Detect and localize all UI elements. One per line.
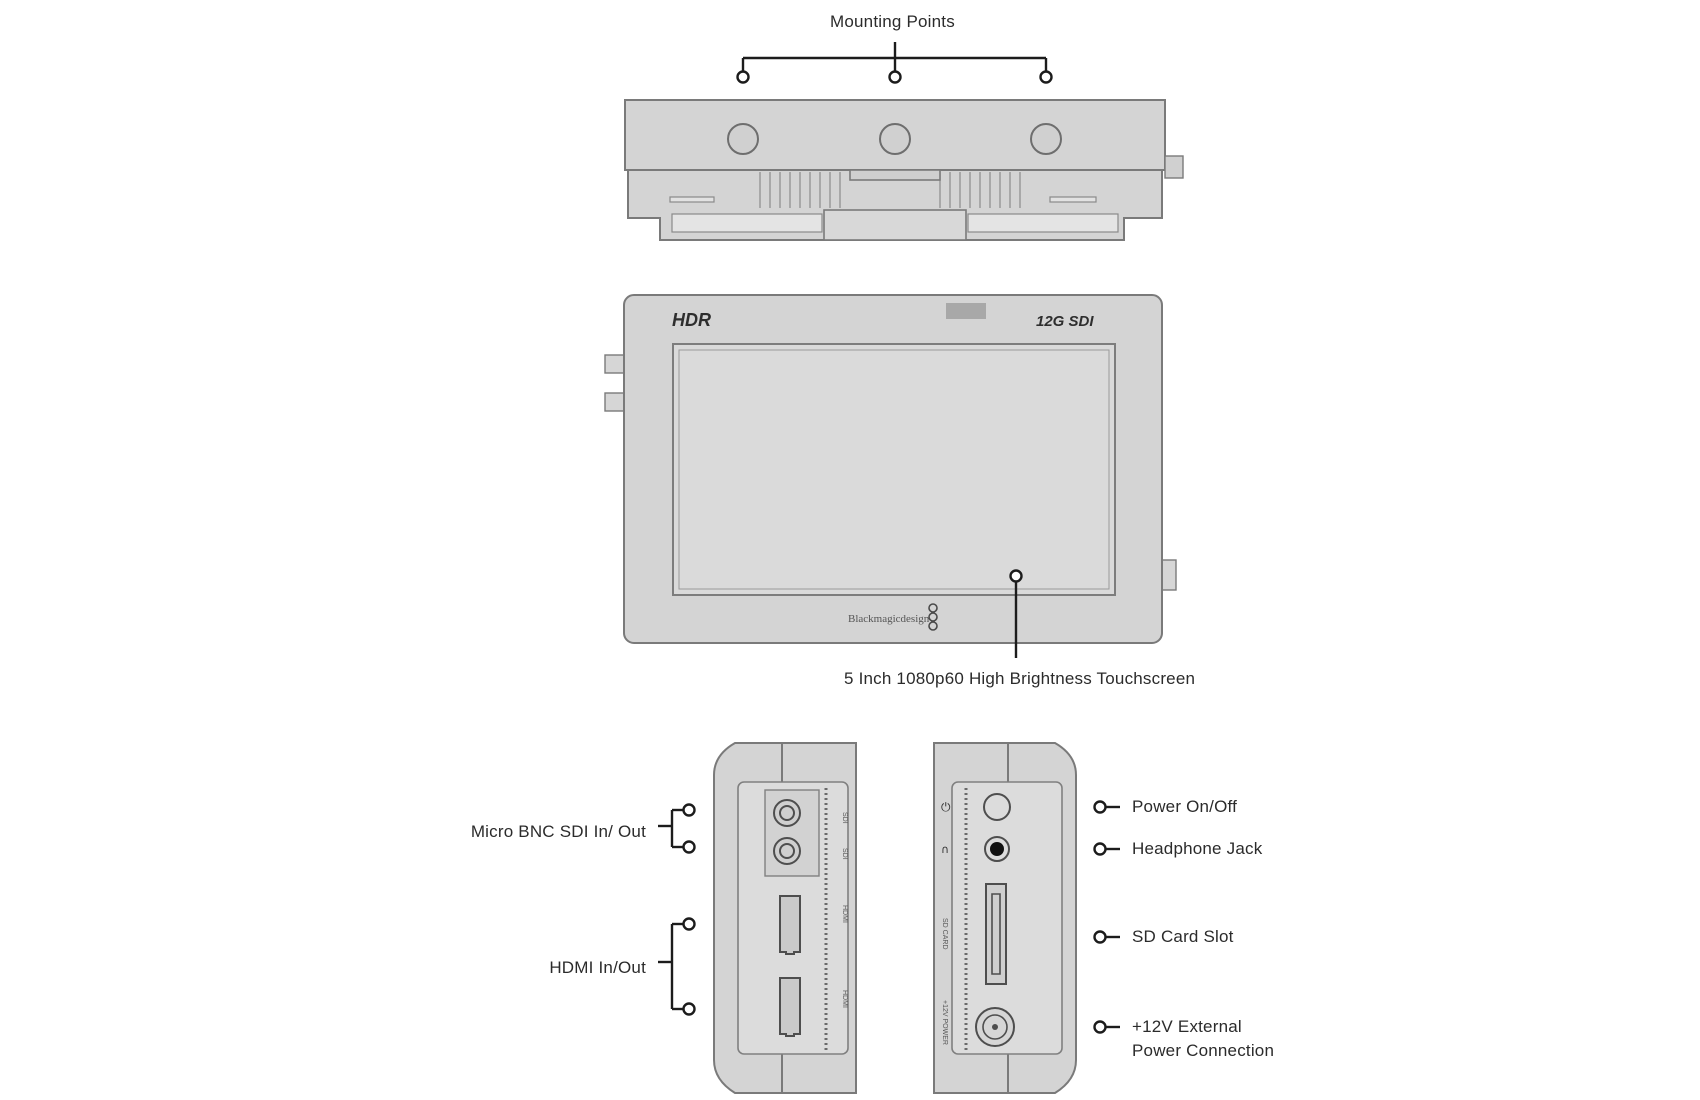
touchscreen-callout bbox=[1009, 569, 1023, 658]
brand-logo: Blackmagicdesign bbox=[848, 613, 930, 625]
mounting-points-callout bbox=[736, 42, 1053, 84]
hdmi-port-1 bbox=[779, 895, 801, 955]
top-view-center-foot bbox=[823, 209, 967, 241]
port-label: SD CARD bbox=[941, 918, 948, 950]
micro-bnc-sdi-port-2 bbox=[773, 837, 801, 865]
touchscreen-inner bbox=[678, 349, 1110, 590]
top-view-vents bbox=[759, 172, 1021, 208]
power-icon: ⏻ bbox=[941, 800, 951, 814]
hdmi-port-2 bbox=[779, 977, 801, 1037]
mount-hole-right bbox=[1030, 123, 1062, 155]
headphone-icon: ∩ bbox=[941, 843, 949, 856]
sdi-logo: 12G SDI bbox=[1036, 313, 1094, 330]
headphone-jack-hole bbox=[990, 842, 1004, 856]
left-side-view: SDI SDI HDMI HDMI bbox=[713, 742, 857, 1094]
port-label: SDI bbox=[841, 812, 848, 824]
external-power-label-line2: Power Connection bbox=[1132, 1041, 1275, 1060]
top-view-center-block bbox=[849, 169, 941, 181]
right-callouts bbox=[1093, 800, 1120, 1034]
sd-card-slot bbox=[985, 883, 1007, 985]
hdmi-label: HDMI In/Out bbox=[549, 958, 646, 977]
top-view-rail-right bbox=[967, 213, 1119, 233]
port-label: +12V POWER bbox=[941, 1000, 948, 1045]
micro-bnc-sdi-port-1 bbox=[773, 799, 801, 827]
headphone-label: Headphone Jack bbox=[1132, 839, 1263, 858]
right-side-view: ⏻ ∩ SD CARD +12V POWER bbox=[933, 742, 1077, 1094]
front-side-connector-bottom bbox=[604, 392, 626, 412]
front-sensor bbox=[946, 303, 986, 319]
brand-dot bbox=[928, 621, 938, 631]
top-view-slot-left bbox=[669, 196, 715, 203]
hdmi-callout bbox=[658, 917, 696, 1016]
mount-hole-center bbox=[879, 123, 911, 155]
sd-card-label: SD Card Slot bbox=[1132, 927, 1234, 946]
front-view: HDR 12G SDI Blackmagicdesign bbox=[604, 294, 1177, 644]
port-label: HDMI bbox=[841, 905, 848, 923]
micro-bnc-callout bbox=[658, 803, 696, 854]
top-view bbox=[624, 99, 1184, 241]
port-label: HDMI bbox=[841, 990, 848, 1008]
top-view-rail-left bbox=[671, 213, 823, 233]
external-power-connector-pin bbox=[992, 1024, 998, 1030]
mounting-points-label: Mounting Points bbox=[830, 12, 955, 31]
external-power-connector-ring bbox=[982, 1014, 1008, 1040]
micro-bnc-sdi-port-2-core bbox=[779, 843, 795, 859]
sd-card-slot-notch bbox=[991, 893, 1001, 975]
touchscreen-label: 5 Inch 1080p60 High Brightness Touchscre… bbox=[844, 669, 1196, 688]
external-power-label-line1: +12V External bbox=[1132, 1017, 1242, 1036]
mount-hole-left bbox=[727, 123, 759, 155]
front-side-tab bbox=[1161, 559, 1177, 591]
power-button bbox=[983, 793, 1011, 821]
touchscreen bbox=[672, 343, 1116, 596]
top-view-side-connector bbox=[1164, 155, 1184, 179]
front-side-connector-top bbox=[604, 354, 626, 374]
hdr-logo: HDR bbox=[672, 310, 711, 330]
micro-bnc-sdi-port-1-core bbox=[779, 805, 795, 821]
brand-dot bbox=[928, 603, 938, 613]
brand-dot bbox=[928, 612, 938, 622]
top-view-slot-right bbox=[1049, 196, 1097, 203]
power-label: Power On/Off bbox=[1132, 797, 1238, 816]
micro-bnc-label: Micro BNC SDI In/ Out bbox=[470, 822, 646, 841]
port-label: SDI bbox=[841, 848, 848, 860]
